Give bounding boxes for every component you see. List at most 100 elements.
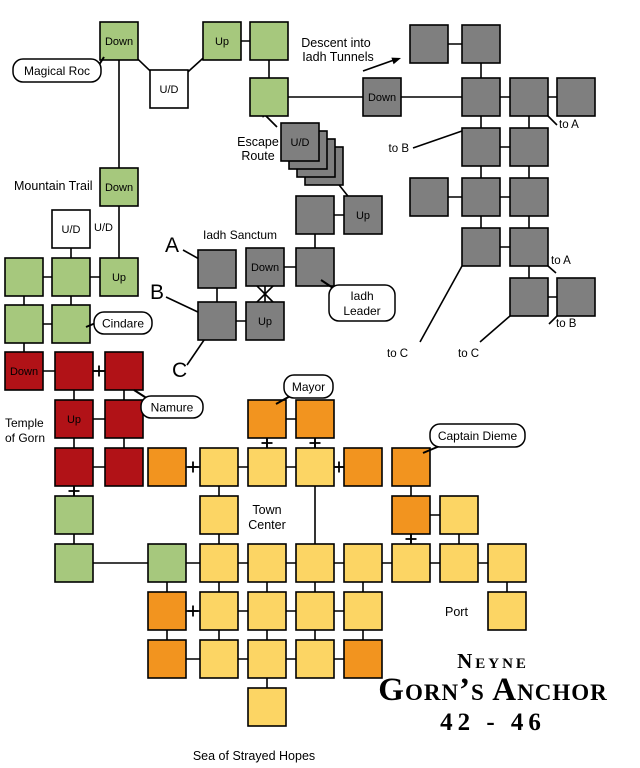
room-label-mt-up: Up	[112, 272, 126, 284]
room-top-east-1	[249, 21, 289, 61]
room-town-7	[199, 495, 239, 535]
callout-cindare	[93, 311, 153, 335]
room-tunnel-d2	[461, 177, 501, 217]
room-temple-s1	[54, 495, 94, 535]
map-label-to-b-2: to B	[556, 318, 577, 330]
room-town-15	[391, 543, 431, 583]
room-namure-room	[104, 351, 144, 391]
room-temple-s2	[54, 543, 94, 583]
room-town-20	[247, 591, 287, 631]
callout-iadh-leader-label: Iadh	[350, 289, 373, 303]
room-town-12	[247, 543, 287, 583]
room-town-5	[295, 447, 335, 487]
room-top-east-2	[249, 77, 289, 117]
room-mt-up	[99, 257, 139, 297]
room-town-28	[343, 639, 383, 679]
room-label-stack-1: U/D	[291, 137, 310, 149]
callout-iadh-leader	[328, 284, 396, 322]
map-label-escape: Escape	[237, 135, 279, 149]
room-mt-ud	[51, 209, 91, 249]
room-tunnel-f4	[556, 277, 596, 317]
map-label-town-center-1: Town	[252, 503, 281, 517]
room-label-temple-up: Up	[67, 414, 81, 426]
map-label-port: Port	[445, 605, 468, 619]
room-temple-3	[54, 447, 94, 487]
map-connection	[548, 315, 558, 325]
room-town-27	[295, 639, 335, 679]
map-connection	[412, 130, 463, 149]
room-tunnel-d3	[509, 177, 549, 217]
descent-arrow	[362, 59, 395, 72]
room-tunnel-d1	[409, 177, 449, 217]
map-connection	[547, 115, 558, 126]
callout-cindare-label: Cindare	[102, 316, 144, 330]
room-mt-w2	[51, 257, 91, 297]
room-town-10	[147, 543, 187, 583]
descent-arrow-head	[391, 57, 401, 65]
room-label-top-up: Up	[215, 36, 229, 48]
map-label-route: Route	[241, 149, 274, 163]
map-label-to-c-2: to C	[458, 348, 479, 360]
room-town-23	[487, 591, 527, 631]
room-town-19	[199, 591, 239, 631]
room-tunnel-f3	[509, 277, 549, 317]
map-label-descent-into: Descent into	[301, 36, 371, 50]
callout-iadh-leader-label: Leader	[343, 304, 380, 318]
map-label-temple-of-gorn-2: of Gorn	[5, 431, 45, 445]
room-label-tunnel-entry-down: Down	[368, 92, 396, 104]
room-sanctum-down	[245, 247, 285, 287]
room-town-24	[147, 639, 187, 679]
room-label-sanctum-up-2: Up	[258, 316, 272, 328]
room-sanctum-up-1	[343, 195, 383, 235]
room-town-26	[247, 639, 287, 679]
room-tunnel-b3	[509, 77, 549, 117]
map-label-to-c-1: to C	[387, 348, 408, 360]
room-sanctum-a	[197, 249, 237, 289]
room-label-temple-down: Down	[10, 366, 38, 378]
room-sanctum-1	[295, 195, 335, 235]
map-label-exit-a: A	[165, 234, 179, 257]
room-tunnel-entry-down	[362, 77, 402, 117]
room-tunnel-c3	[509, 127, 549, 167]
room-tunnel-b2	[461, 77, 501, 117]
room-tunnel-b4	[556, 77, 596, 117]
room-label-top-ud: U/D	[160, 84, 179, 96]
room-town-16	[439, 543, 479, 583]
room-label-mt-down: Down	[105, 182, 133, 194]
room-town-21	[295, 591, 335, 631]
map-title-block: Neyne Gorn’s Anchor 42 - 46	[352, 649, 634, 738]
room-town-29	[247, 687, 287, 727]
callout-namure-label: Namure	[151, 400, 194, 414]
map-label-ud-note: U/D	[94, 222, 113, 234]
room-tunnel-e3	[509, 227, 549, 267]
callout-mayor-label: Mayor	[292, 380, 325, 394]
map-connection	[419, 265, 463, 343]
map-label-sea-of-strayed-hopes: Sea of Strayed Hopes	[193, 749, 315, 763]
room-town-9	[439, 495, 479, 535]
room-town-3	[199, 447, 239, 487]
room-tunnel-c2	[461, 127, 501, 167]
room-town-4	[247, 447, 287, 487]
callout-captain-dieme	[429, 423, 526, 448]
room-temple-4	[104, 447, 144, 487]
room-label-sanctum-down: Down	[251, 262, 279, 274]
map-connection	[479, 315, 511, 343]
map-label-temple-of-gorn-1: Temple	[5, 416, 44, 430]
room-town-1	[295, 399, 335, 439]
map-label-iadh-sanctum: Iadh Sanctum	[203, 228, 277, 242]
room-town-8	[391, 495, 431, 535]
map-label-town-center-2: Center	[248, 518, 286, 532]
room-town-13	[295, 543, 335, 583]
map-connection	[547, 265, 557, 274]
room-town-2	[147, 447, 187, 487]
callout-namure	[140, 395, 204, 419]
room-label-top-down: Down	[105, 36, 133, 48]
map-label-to-a-1: to A	[559, 119, 579, 131]
room-mayor-room	[247, 399, 287, 439]
map-label-mountain-trail: Mountain Trail	[14, 179, 93, 193]
room-top-up	[202, 21, 242, 61]
room-town-22	[343, 591, 383, 631]
room-mt-down	[99, 167, 139, 207]
room-top-down	[99, 21, 139, 61]
